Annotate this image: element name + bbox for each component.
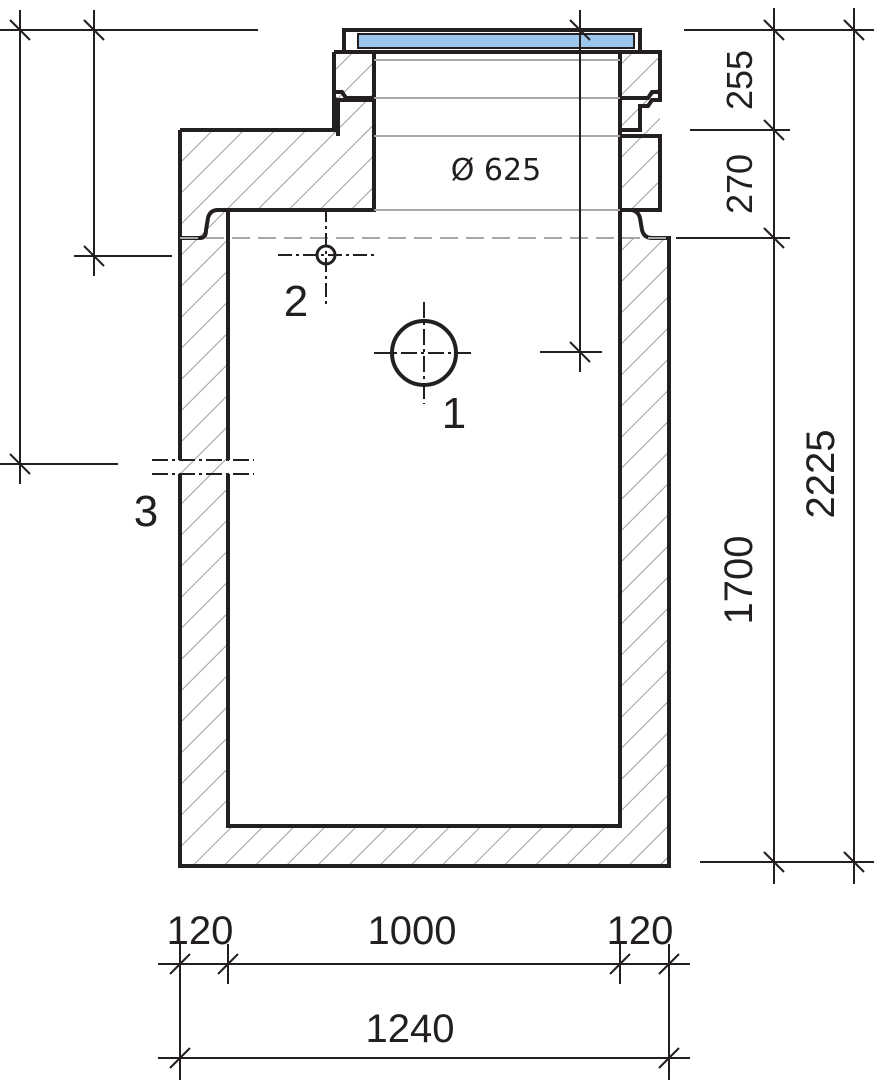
manhole-cover-frame (342, 28, 642, 54)
inlet-1-symbol (374, 302, 474, 404)
dim-inner-width: 1000 (368, 909, 457, 953)
dim-total-height: 2225 (799, 430, 843, 519)
manhole-cover-glass (357, 33, 635, 49)
chamber-inner-outline (226, 212, 622, 828)
slab-underside-right (620, 208, 669, 240)
opening-diameter-label: Ø 625 (451, 153, 541, 188)
outlet-3-symbol (152, 459, 254, 475)
shaft-rings-right (620, 30, 662, 212)
dim-wall-right: 120 (607, 909, 674, 953)
dim-cover-height: 255 (719, 50, 760, 110)
marker-1-label: 1 (442, 389, 466, 438)
dim-wall-left: 120 (167, 909, 234, 953)
marker-3-label: 3 (134, 487, 158, 536)
opening-depth-dimension (540, 10, 602, 372)
concrete-wall-section (180, 130, 669, 866)
dim-total-width: 1240 (366, 1007, 455, 1051)
marker-2-label: 2 (284, 277, 308, 326)
dim-chamber-height: 1700 (717, 536, 761, 625)
inlet-2-symbol (278, 208, 378, 304)
bottom-dimension-lines (158, 944, 690, 1080)
slab-underside (180, 52, 376, 240)
dim-cone-height: 270 (719, 154, 760, 214)
left-dimension-lines (0, 10, 258, 484)
right-dimension-lines (676, 8, 874, 884)
